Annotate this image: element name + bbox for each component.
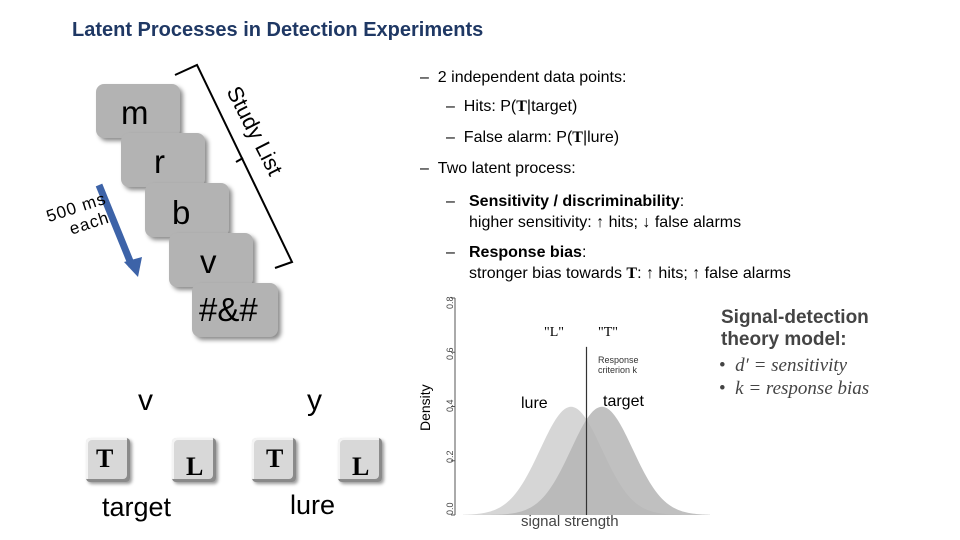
study-card-m: m (96, 84, 180, 138)
bullet-response-bias: – Response bias: stronger bias towards T… (446, 244, 791, 282)
bullet-sensitivity: – Sensitivity / discriminability: higher… (446, 193, 742, 231)
mask-card: #&# (192, 283, 278, 337)
series-label-lure: lure (521, 395, 548, 412)
key-L-left: L (172, 438, 216, 482)
bullet-data-points: – 2 independent data points: (420, 69, 627, 86)
test-word-v: v (138, 384, 153, 417)
y-tick-4: 0.8 (445, 296, 455, 309)
bullet-false-alarm: – False alarm: P(T|lure) (446, 129, 620, 146)
sdt-item-bias: • k = response bias (719, 378, 870, 399)
study-card-v: v (169, 233, 253, 287)
sdt-item-sensitivity: • d′ = sensitivity (719, 355, 848, 376)
lure-label: lure (290, 490, 336, 520)
arrow-head (124, 257, 142, 277)
sdt-model-title: Signal-detection theory model: (721, 307, 869, 350)
bullet-hits: – Hits: P(T|target) (446, 98, 578, 115)
series-label-target: target (603, 393, 644, 410)
region-label-L: "L" (544, 325, 564, 340)
y-tick-1: 0.2 (445, 450, 455, 463)
x-axis-label: signal strength (521, 513, 619, 530)
test-word-y: y (307, 384, 322, 417)
study-card-r: r (121, 133, 205, 187)
key-T-left: T (86, 438, 130, 482)
page-title: Latent Processes in Detection Experiment… (72, 19, 484, 41)
region-label-T: "T" (598, 325, 618, 340)
y-tick-2: 0.4 (445, 399, 455, 412)
study-card-b: b (145, 183, 229, 237)
y-tick-3: 0.6 (445, 347, 455, 360)
bullet-latent: – Two latent process: (420, 160, 576, 177)
y-tick-0: 0.0 (445, 502, 455, 515)
y-axis-label: Density (417, 384, 433, 431)
key-L-right: L (338, 438, 382, 482)
key-T-right: T (252, 438, 296, 482)
criterion-label: Response criterion k (598, 355, 639, 375)
target-label: target (102, 492, 172, 522)
